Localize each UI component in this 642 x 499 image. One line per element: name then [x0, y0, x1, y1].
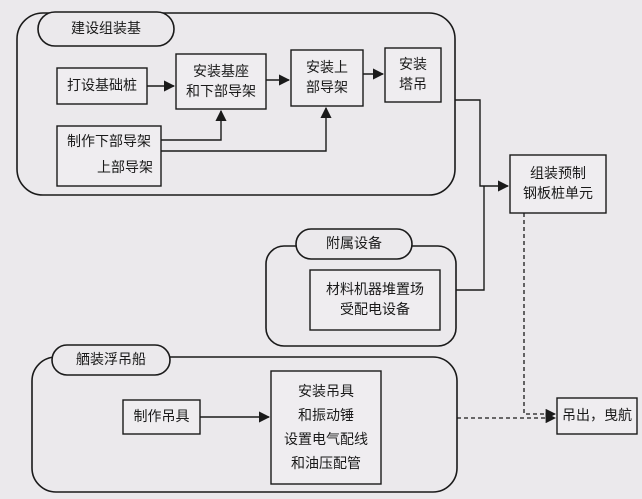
node-materials-line1: 材料机器堆置场	[326, 282, 424, 298]
node-materials-label: 材料机器堆置场 受配电设备	[310, 270, 440, 330]
node-materials-box	[309, 269, 441, 331]
node-crane-box	[384, 47, 442, 103]
node-materials-line2: 受配电设备	[340, 302, 410, 318]
group-build-frame	[16, 12, 456, 196]
node-prefab-line2: 钢板桩单元	[523, 186, 593, 202]
node-crane-line1: 安装	[399, 57, 427, 73]
node-make-guides-line1: 制作下部导架	[67, 134, 151, 150]
node-upper-guide-label: 安装上 部导架	[291, 50, 363, 106]
node-crane-line2: 塔吊	[399, 77, 427, 93]
node-base-line2: 和下部导架	[186, 83, 256, 100]
node-install-rigging-box	[270, 370, 382, 485]
group-barge-title: 舾装浮吊船	[76, 352, 146, 368]
group-aux-title-box	[295, 228, 413, 260]
node-piles-label: 打设基础桩	[67, 78, 137, 94]
group-aux-title: 附属设备	[326, 236, 382, 252]
node-lift-box	[556, 397, 638, 435]
node-prefab-box	[509, 154, 607, 214]
node-upper-guide-line1: 安装上	[306, 60, 348, 76]
node-base-line1: 安装基座	[193, 63, 249, 80]
node-upper-guide-box	[290, 49, 364, 107]
connector-aux-to-prefab	[456, 186, 485, 291]
connector-build-to-prefab	[455, 99, 510, 192]
group-barge-title-box	[51, 344, 171, 376]
node-install-rigging-line4: 和油压配管	[291, 455, 361, 472]
node-install-rigging-line3: 设置电气配线	[284, 431, 368, 448]
node-make-guides-box	[56, 125, 162, 187]
node-crane-label: 安装 塔吊	[385, 48, 441, 102]
node-lift-label: 吊出，曳航	[562, 408, 632, 424]
node-install-rigging-line1: 安装吊具	[298, 383, 354, 400]
node-base-label: 安装基座 和下部导架	[176, 54, 266, 109]
node-make-guides-line2: 上部导架	[97, 160, 153, 176]
node-upper-guide-line2: 部导架	[306, 80, 348, 96]
node-install-rigging-line2: 和振动锤	[298, 407, 354, 424]
arrow-guides-to-base	[161, 109, 227, 141]
group-barge-frame	[31, 356, 458, 493]
arrow-guides-to-upper	[161, 106, 332, 152]
node-base-box	[175, 53, 267, 110]
node-prefab-line1: 组装预制	[530, 166, 586, 182]
dashed-prefab-to-lift	[523, 213, 557, 420]
group-build-title-box	[37, 11, 175, 47]
node-prefab-label: 组装预制 钢板桩单元	[510, 155, 606, 213]
node-install-rigging-label: 安装吊具 和振动锤 设置电气配线 和油压配管	[271, 371, 381, 484]
node-make-rigging-label: 制作吊具	[133, 409, 190, 425]
group-build-title: 建设组装基	[71, 21, 141, 37]
